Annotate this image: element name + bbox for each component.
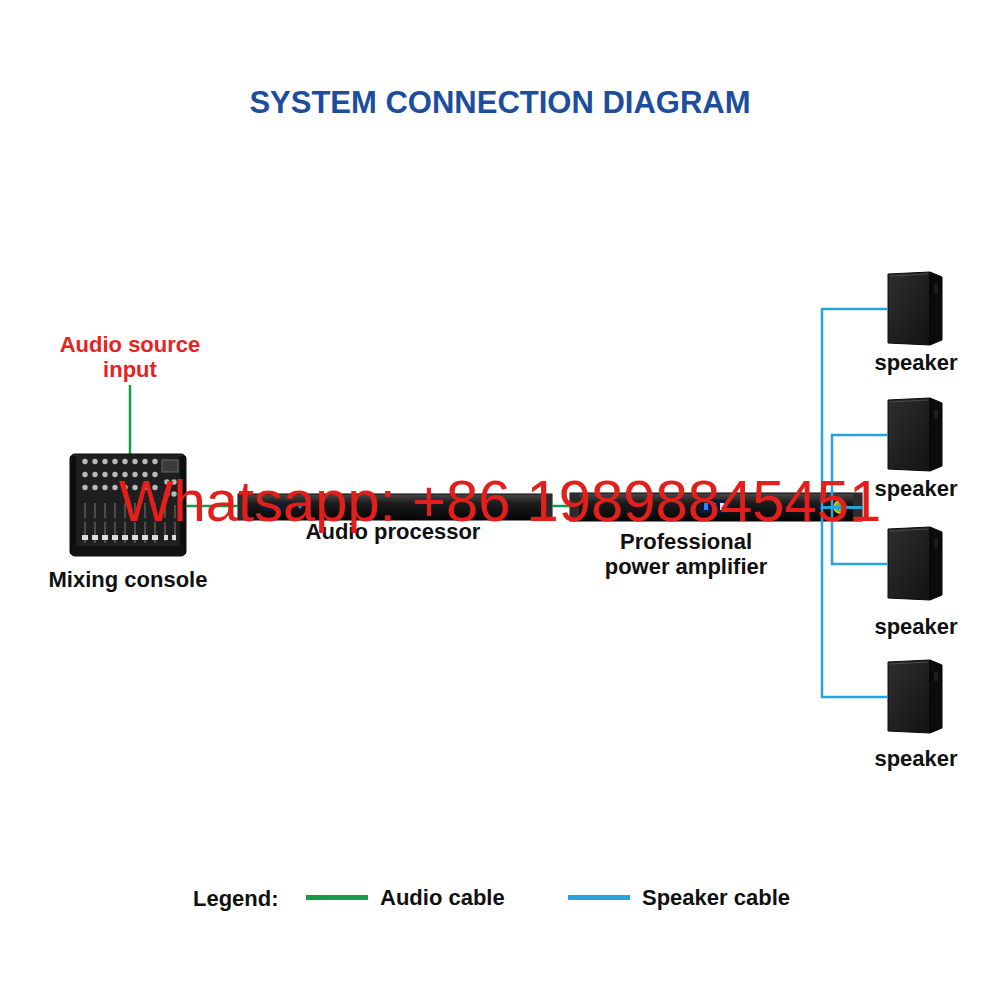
speaker-node: speaker — [888, 660, 942, 734]
audio-cable — [186, 505, 238, 508]
mixer-node: Mixing console — [70, 453, 186, 557]
mixer-cheek — [70, 456, 76, 554]
processor-illustration — [238, 494, 552, 520]
node-caption: speaker — [846, 614, 986, 639]
speaker-illustration — [888, 660, 942, 733]
source-wire — [129, 385, 132, 455]
diagram-title: SYSTEM CONNECTION DIAGRAM — [0, 84, 1000, 122]
legend-text: Audio cable — [380, 884, 505, 912]
led — [720, 503, 724, 510]
legend-item: Speaker cable — [568, 884, 828, 914]
legend-swatch — [306, 895, 368, 900]
mixer-knob — [164, 491, 169, 496]
led — [712, 503, 716, 510]
audio-cable — [552, 505, 570, 508]
node-caption: Mixing console — [10, 567, 246, 592]
mixer-knobs — [80, 458, 160, 497]
speaker-node: speaker — [888, 398, 942, 472]
led — [298, 505, 301, 508]
legend-text: Speaker cable — [642, 884, 790, 912]
led — [306, 505, 309, 508]
processor-body — [238, 494, 552, 520]
legend-heading: Legend: — [193, 885, 303, 913]
node-caption: Audio processor — [243, 519, 543, 544]
legend-item: Audio cable — [306, 884, 566, 914]
mixer-master-fader — [164, 505, 176, 541]
node-caption: Professional power amplifier — [586, 529, 786, 579]
processor-display — [262, 503, 284, 511]
node-caption: speaker — [846, 746, 986, 771]
node-caption: speaker — [846, 350, 986, 375]
amplifier-display — [700, 500, 730, 513]
speaker-node: speaker — [888, 527, 942, 601]
processor-node: Audio processor — [238, 493, 552, 521]
source-label: Audio source input — [40, 332, 220, 382]
mixer-knob — [171, 491, 176, 496]
legend-swatch — [568, 895, 630, 900]
mixer-screen — [162, 460, 178, 472]
rack-ear — [570, 493, 579, 521]
rack-ear — [543, 494, 552, 520]
led — [704, 503, 708, 510]
speaker-node: speaker — [888, 272, 942, 346]
mixer-cheek — [180, 456, 186, 554]
amplifier-illustration — [570, 493, 862, 521]
mixer-knob — [164, 479, 169, 484]
mixer-lip — [72, 546, 184, 555]
amplifier-body — [570, 493, 862, 521]
speaker-illustration — [888, 527, 942, 600]
rack-ear — [238, 494, 247, 520]
mixer-knob — [171, 479, 176, 484]
speaker-illustration — [888, 398, 942, 471]
speaker-cable — [832, 508, 888, 565]
node-caption: speaker — [846, 476, 986, 501]
mixer-faders — [80, 503, 160, 543]
speaker-cable — [822, 508, 888, 698]
mixer-body — [70, 454, 186, 556]
mixer-illustration — [70, 454, 186, 556]
speaker-illustration — [888, 272, 942, 345]
amplifier-node: Professional power amplifier — [570, 493, 862, 522]
